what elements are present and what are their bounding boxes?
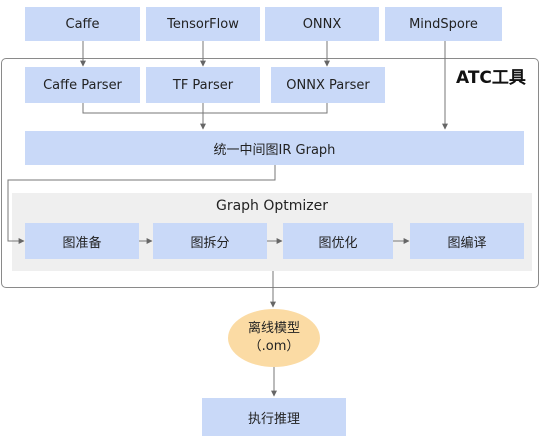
parser-tf: TF Parser xyxy=(146,67,260,103)
step-graph-compile: 图编译 xyxy=(410,223,524,259)
offline-model-format: （.om） xyxy=(248,339,300,354)
parser-caffe: Caffe Parser xyxy=(25,67,140,103)
step-graph-optimize: 图优化 xyxy=(283,223,393,259)
offline-model-label: 离线模型 xyxy=(247,321,300,336)
parser-onnx: ONNX Parser xyxy=(271,67,385,103)
execute-inference: 执行推理 xyxy=(202,398,346,436)
offline-model-ellipse: 离线模型 （.om） xyxy=(228,309,320,367)
atc-tool-title: ATC工具 xyxy=(456,68,526,88)
graph-optimizer-title: Graph Optmizer xyxy=(215,198,329,214)
framework-onnx: ONNX xyxy=(265,7,379,41)
atc-tool-frame xyxy=(1,58,539,288)
step-graph-split: 图拆分 xyxy=(153,223,267,259)
framework-caffe: Caffe xyxy=(25,7,140,41)
ir-graph: 统一中间图IR Graph xyxy=(25,131,524,165)
step-graph-prepare: 图准备 xyxy=(25,223,139,259)
framework-tensorflow: TensorFlow xyxy=(146,7,260,41)
framework-mindspore: MindSpore xyxy=(385,7,502,41)
